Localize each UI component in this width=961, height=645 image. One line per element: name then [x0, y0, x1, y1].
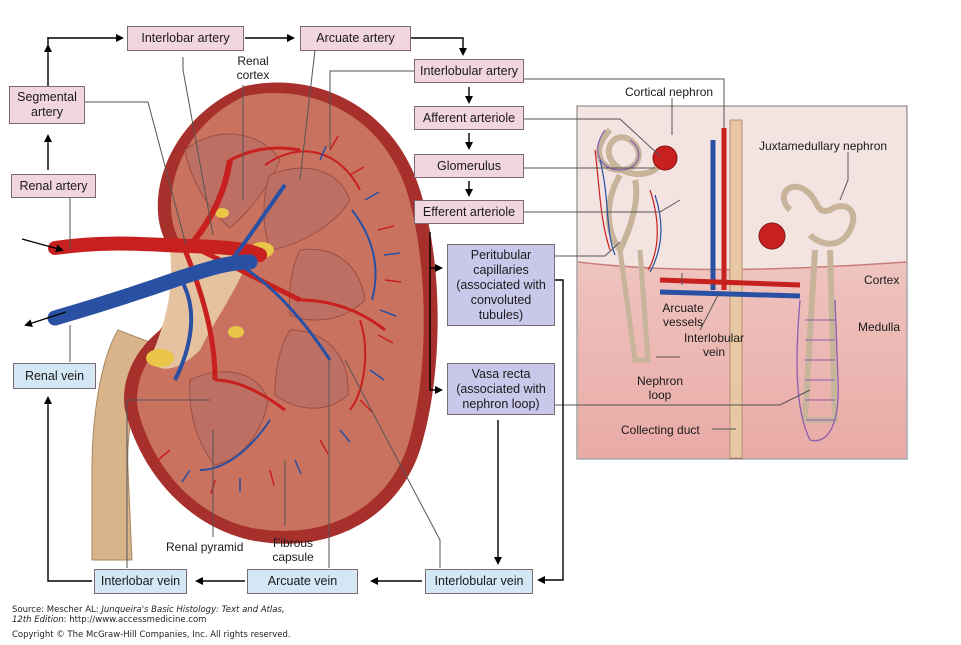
- nephron-loop-label: Nephron loop: [636, 374, 684, 402]
- interlobar-artery-box: Interlobar artery: [127, 26, 244, 51]
- arcuate-vein-box: Arcuate vein: [247, 569, 358, 594]
- peritubular-capillaries-box: Peritubular capillaries (associated with…: [447, 244, 555, 326]
- segmental-artery-box: Segmental artery: [9, 86, 85, 124]
- cortical-nephron-label: Cortical nephron: [625, 85, 714, 99]
- medulla-label: Medulla: [858, 320, 901, 334]
- interlobular-vein-box: Interlobular vein: [425, 569, 533, 594]
- interlobular-vein-inset-label: Interlobular vein: [683, 331, 745, 359]
- source-edition: 12th Edition: [12, 615, 64, 625]
- renal-cortex-label: Renal cortex: [236, 54, 270, 82]
- renal-artery-vessel: [48, 236, 267, 262]
- renal-vein-box: Renal vein: [13, 363, 96, 389]
- vasa-recta-box: Vasa recta (associated with nephron loop…: [447, 363, 555, 415]
- renal-artery-box: Renal artery: [11, 174, 96, 198]
- renal-pyramid-shape: [184, 133, 281, 229]
- collecting-duct-label: Collecting duct: [621, 423, 700, 437]
- glomerulus-box: Glomerulus: [414, 154, 524, 178]
- juxtamedullary-nephron-label: Juxtamedullary nephron: [759, 139, 888, 153]
- source-url: : http://www.accessmedicine.com: [63, 615, 207, 625]
- arcuate-vessels-label: Arcuate vessels: [662, 301, 704, 329]
- collecting-duct-shape: [729, 119, 743, 459]
- afferent-arteriole-box: Afferent arteriole: [414, 106, 524, 130]
- interlobar-vein-box: Interlobar vein: [94, 569, 187, 594]
- fibrous-capsule-label: Fibrous capsule: [272, 536, 314, 564]
- interlobular-artery-box: Interlobular artery: [414, 59, 524, 83]
- source-prefix: Source: Mescher AL:: [12, 605, 102, 615]
- nephron-inset: [576, 105, 908, 460]
- arcuate-artery-box: Arcuate artery: [300, 26, 411, 51]
- efferent-arteriole-box: Efferent arteriole: [414, 200, 524, 224]
- source-line-2: 12th Edition: http://www.accessmedicine.…: [12, 615, 206, 625]
- flow-arrows: [44, 34, 564, 585]
- source-line-1: Source: Mescher AL: Junqueira's Basic Hi…: [12, 605, 285, 615]
- renal-vein-vessel: [47, 254, 258, 326]
- renal-pyramid-label: Renal pyramid: [166, 540, 244, 554]
- copyright-line: Copyright © The McGraw-Hill Companies, I…: [12, 630, 291, 640]
- leader-lines: [69, 39, 849, 568]
- cortex-label: Cortex: [864, 273, 900, 287]
- source-title: Junqueira's Basic Histology: Text and At…: [101, 605, 285, 615]
- cortical-glomerulus-shape: [652, 145, 678, 171]
- juxtamedullary-glomerulus-shape: [758, 222, 786, 250]
- kidney-illustration: [21, 82, 438, 561]
